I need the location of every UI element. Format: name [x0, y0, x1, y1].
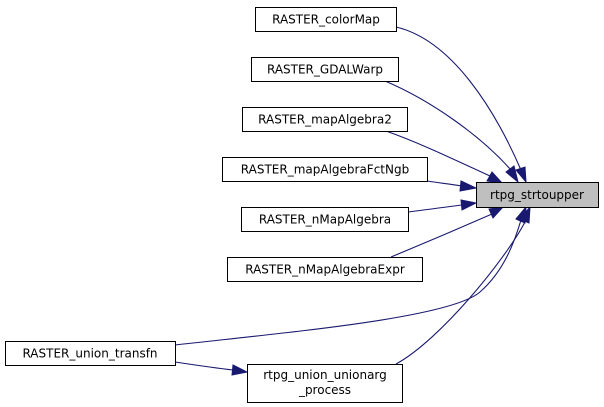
node-label: RASTER_union_transfn [22, 347, 157, 361]
arrowhead-icon [231, 364, 249, 376]
node-raster-nmapalgebra[interactable]: RASTER_nMapAlgebra [241, 207, 409, 232]
node-label: RASTER_colorMap [272, 13, 380, 27]
node-label-line-1: rtpg_union_unionarg [263, 368, 387, 382]
node-label: RASTER_nMapAlgebraExpr [245, 263, 405, 277]
node-raster-gdalwarp[interactable]: RASTER_GDALWarp [251, 57, 399, 82]
arrowhead-icon [519, 205, 531, 224]
node-raster-mapalgebra2[interactable]: RASTER_mapAlgebra2 [242, 107, 408, 132]
node-raster-mapalgebrafctngb[interactable]: RASTER_mapAlgebraFctNgb [222, 157, 428, 182]
node-label: RASTER_mapAlgebraFctNgb [241, 163, 409, 177]
edge-unionarg_process-to-strtoupper [395, 221, 526, 365]
arrowhead-icon [515, 166, 527, 184]
edge-mapAlgebraFctNgb-to-strtoupper [426, 180, 463, 187]
node-label: RASTER_nMapAlgebra [259, 213, 391, 227]
node-label: RASTER_mapAlgebra2 [258, 113, 392, 127]
edge-nMapAlgebra-to-strtoupper [407, 204, 463, 213]
node-label-line-2: _process [298, 383, 351, 397]
arrowhead-icon [460, 199, 478, 211]
node-rtpg-union-unionarg-process[interactable]: rtpg_union_unionarg _process [247, 364, 403, 403]
edges [174, 26, 531, 376]
edge-mapAlgebra2-to-strtoupper [385, 130, 491, 177]
arrowhead-icon [505, 165, 519, 184]
edge-nMapAlgebraExpr-to-strtoupper [390, 213, 493, 258]
arrowhead-icon [459, 180, 478, 192]
node-rtpg-strtoupper[interactable]: rtpg_strtoupper [476, 182, 599, 208]
edge-colorMap-to-strtoupper [395, 26, 522, 171]
edge-gdalwarp-to-strtoupper [384, 80, 512, 171]
edge-union_transfn-to-strtoupper [174, 219, 522, 346]
arrowhead-icon [486, 171, 504, 184]
node-raster-nmapalgebraexpr[interactable]: RASTER_nMapAlgebraExpr [227, 257, 423, 282]
node-raster-colormap[interactable]: RASTER_colorMap [255, 7, 397, 32]
node-label: RASTER_GDALWarp [267, 63, 383, 77]
edge-union_transfn-to-unionarg_process [174, 361, 234, 371]
arrowhead-icon [488, 206, 505, 219]
node-raster-union-transfn[interactable]: RASTER_union_transfn [5, 341, 176, 366]
node-label: rtpg_strtoupper [490, 188, 584, 202]
